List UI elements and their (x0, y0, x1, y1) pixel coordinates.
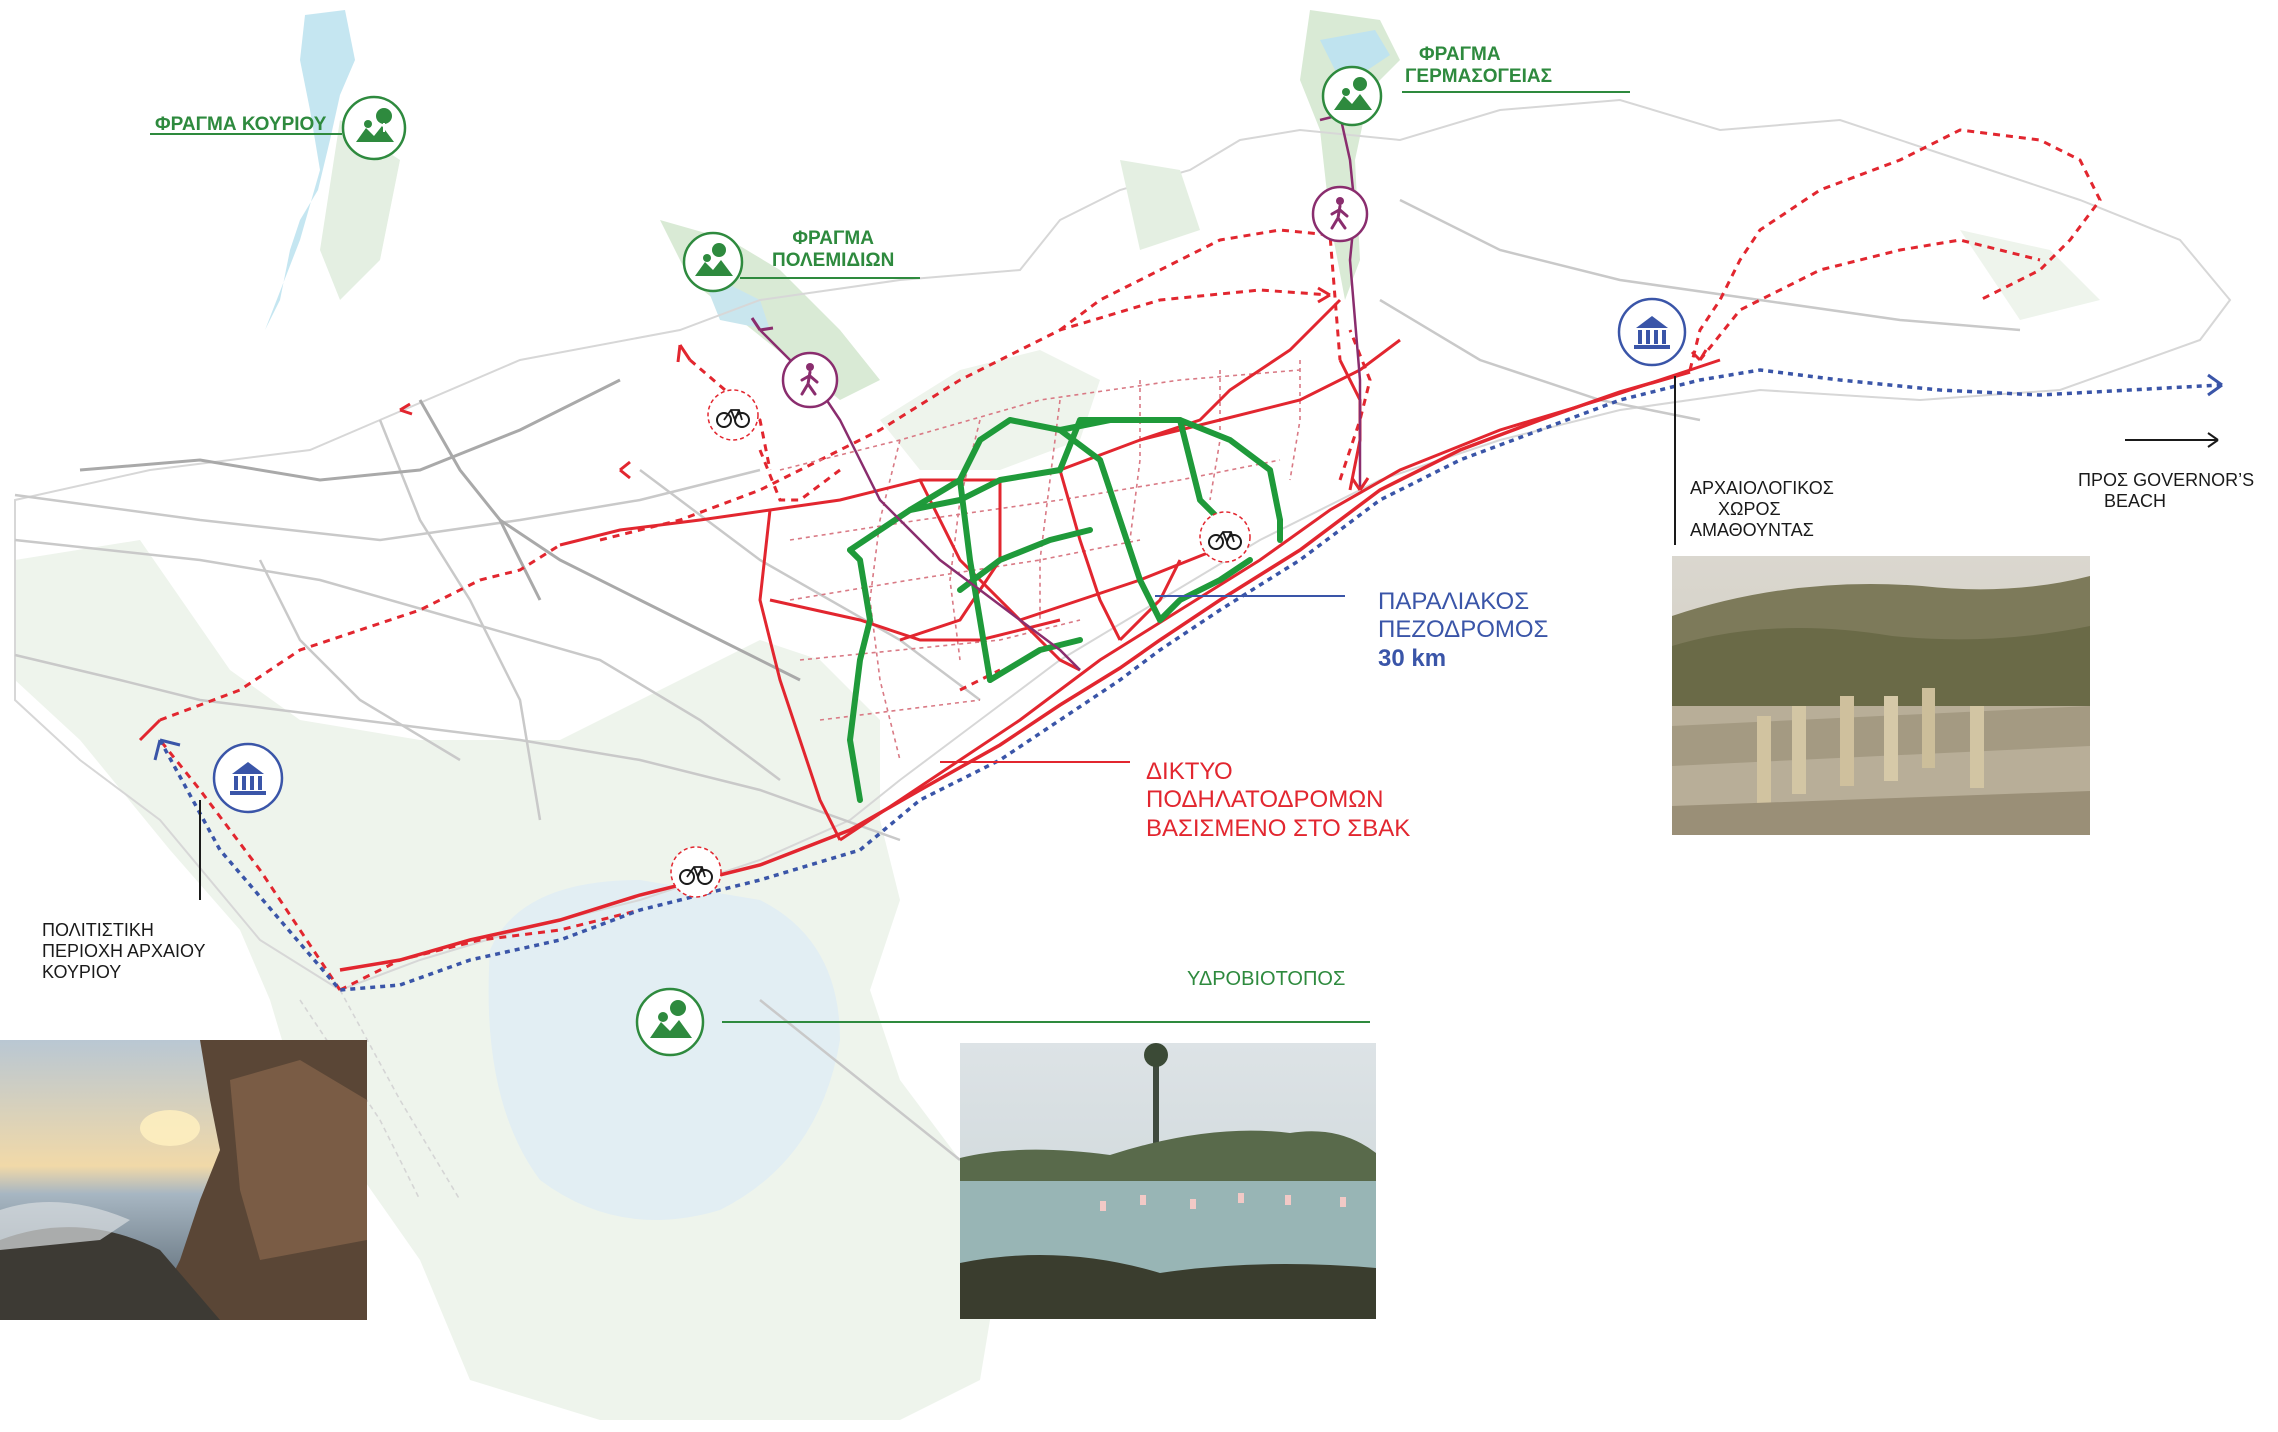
tree-mountain-icon (341, 95, 407, 161)
bike-network-line1: ΔΙΚΤΥΟ (1146, 758, 1233, 785)
bike-network-line3: ΒΑΣΙΣΜΕΝΟ ΣΤΟ ΣΒΑΚ (1146, 814, 1411, 842)
germasogeias-dam-label: ΦΡΑΓΜΑ ΓΕΡΜΑΣΟΓΕΙΑΣ (1405, 44, 1552, 89)
promenade-line2: ΠΕΖΟΔΡΟΜΟΣ (1378, 616, 1549, 644)
promenade-line1: ΠΑΡΑΛΙΑΚΟΣ (1378, 588, 1530, 615)
governors-arrow (2125, 432, 2219, 448)
wetland-label: ΥΔΡΟΒΙΟΤΟΠΟΣ (1187, 968, 1346, 990)
kourion-label: ΠΟΛΙΤΙΣΤΙΚΗ ΠΕΡΙΟΧΗ ΑΡΧΑΙΟΥ ΚΟΥΡΙΟΥ (42, 920, 205, 984)
kourion-line2: ΠΕΡΙΟΧΗ ΑΡΧΑΙΟΥ (42, 941, 206, 962)
bicycle-icon (707, 389, 759, 441)
amathous-line3: ΑΜΑΘΟΥΝΤΑΣ (1690, 520, 1814, 541)
museum-icon (212, 742, 284, 814)
wetland-photo (960, 1043, 1376, 1319)
kouriou-dam-label: ΦΡΑΓΜΑ ΚΟΥΡΙΟΥ (155, 114, 327, 135)
hiker-icon (1311, 185, 1369, 243)
promenade-end-arrow-east (2207, 373, 2223, 397)
promenade-label: ΠΑΡΑΛΙΑΚΟΣ ΠΕΖΟΔΡΟΜΟΣ 30 km (1378, 588, 1548, 673)
kourion-photo (0, 1040, 367, 1320)
bike-network-planned (158, 128, 2102, 992)
museum-icon (1617, 297, 1687, 367)
green-cycle-loop (847, 417, 1283, 803)
polemidion-dam-label: ΦΡΑΓΜΑ ΠΟΛΕΜΙΔΙΩΝ (772, 228, 894, 273)
bike-network-line2: ΠΟΔΗΛΑΤΟΔΡΟΜΩΝ (1146, 786, 1384, 814)
kourion-line1: ΠΟΛΙΤΙΣΤΙΚΗ (42, 920, 154, 940)
kouriou-reservoir (265, 10, 355, 330)
promenade-line3: 30 km (1378, 644, 1447, 672)
amathous-photo (1672, 556, 2090, 835)
tree-mountain-icon (635, 987, 705, 1057)
bike-network-local (779, 360, 1301, 761)
bicycle-icon (670, 846, 722, 898)
governors-line1: ΠΡΟΣ GOVERNOR’S (2078, 470, 2255, 490)
amathous-line1: ΑΡΧΑΙΟΛΟΓΙΚΟΣ (1690, 478, 1834, 498)
kourion-line3: ΚΟΥΡΙΟΥ (42, 962, 122, 983)
governors-line2: BEACH (2104, 491, 2167, 512)
governors-beach-label: ΠΡΟΣ GOVERNOR’S BEACH (2078, 470, 2254, 512)
amathous-line2: ΧΩΡΟΣ (1718, 499, 1781, 520)
hiker-icon (781, 351, 839, 409)
germasogeias-dam-line2: ΓΕΡΜΑΣΟΓΕΙΑΣ (1405, 66, 1552, 88)
tree-mountain-icon (1321, 65, 1383, 127)
polemidion-dam-line2: ΠΟΛΕΜΙΔΙΩΝ (772, 250, 895, 272)
coastal-promenade (158, 368, 2221, 992)
tree-mountain-icon (682, 231, 744, 293)
coastal-bike-solid (339, 370, 1691, 972)
germasogeias-dam-line1: ΦΡΑΓΜΑ (1419, 44, 1501, 65)
bike-network-label: ΔΙΚΤΥΟ ΠΟΔΗΛΑΤΟΔΡΟΜΩΝ ΒΑΣΙΣΜΕΝΟ ΣΤΟ ΣΒΑΚ (1146, 758, 1410, 843)
promenade-end-arrow-west (153, 738, 181, 761)
polemidion-dam-line1: ΦΡΑΓΜΑ (792, 228, 874, 249)
amathous-label: ΑΡΧΑΙΟΛΟΓΙΚΟΣ ΧΩΡΟΣ ΑΜΑΘΟΥΝΤΑΣ (1690, 478, 1834, 542)
bicycle-icon (1199, 511, 1251, 563)
